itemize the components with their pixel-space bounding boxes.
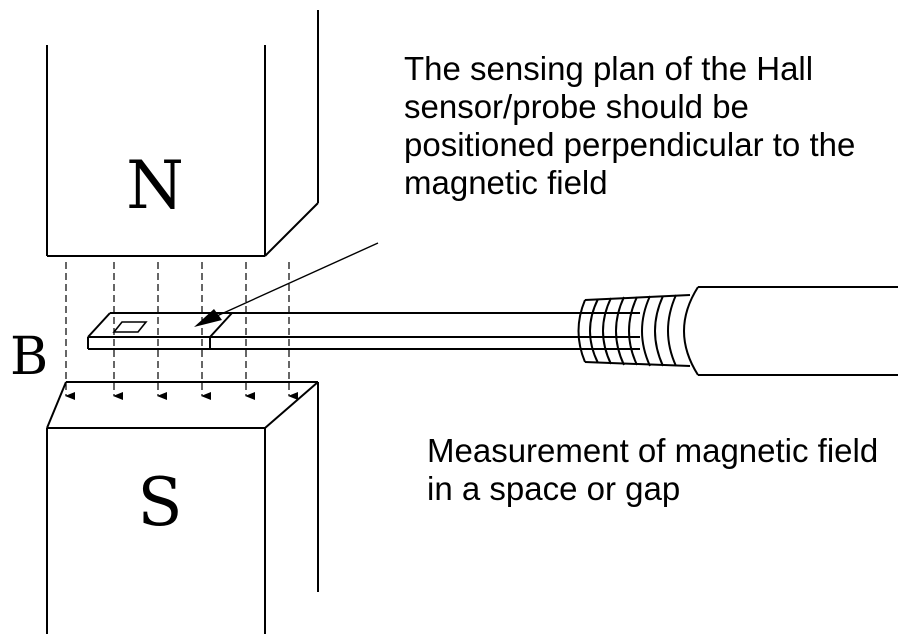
caption-line: positioned perpendicular to the: [404, 126, 856, 163]
sensing-plane-caption: The sensing plan of the Hall sensor/prob…: [404, 50, 855, 202]
field-b-label: B: [10, 327, 48, 387]
north-magnet: [46, 10, 319, 257]
caption-line: sensor/probe should be: [404, 88, 749, 125]
caption-line: The sensing plan of the Hall: [404, 50, 814, 87]
magnetic-field-lines: [65, 262, 298, 400]
hall-probe-strip: [87, 312, 640, 350]
north-pole-label: N: [126, 147, 184, 224]
pointer-arrow: [194, 242, 379, 327]
south-pole-label: S: [137, 464, 182, 541]
hall-sensor-element: [112, 321, 148, 333]
probe-coil: [577, 294, 691, 367]
caption-line: magnetic field: [404, 164, 608, 201]
caption-line: Measurement of magnetic field: [427, 432, 879, 469]
caption-line: in a space or gap: [427, 470, 681, 507]
probe-handle: [683, 286, 898, 376]
south-magnet: [46, 381, 319, 634]
measurement-caption: Measurement of magnetic field in a space…: [427, 432, 878, 508]
